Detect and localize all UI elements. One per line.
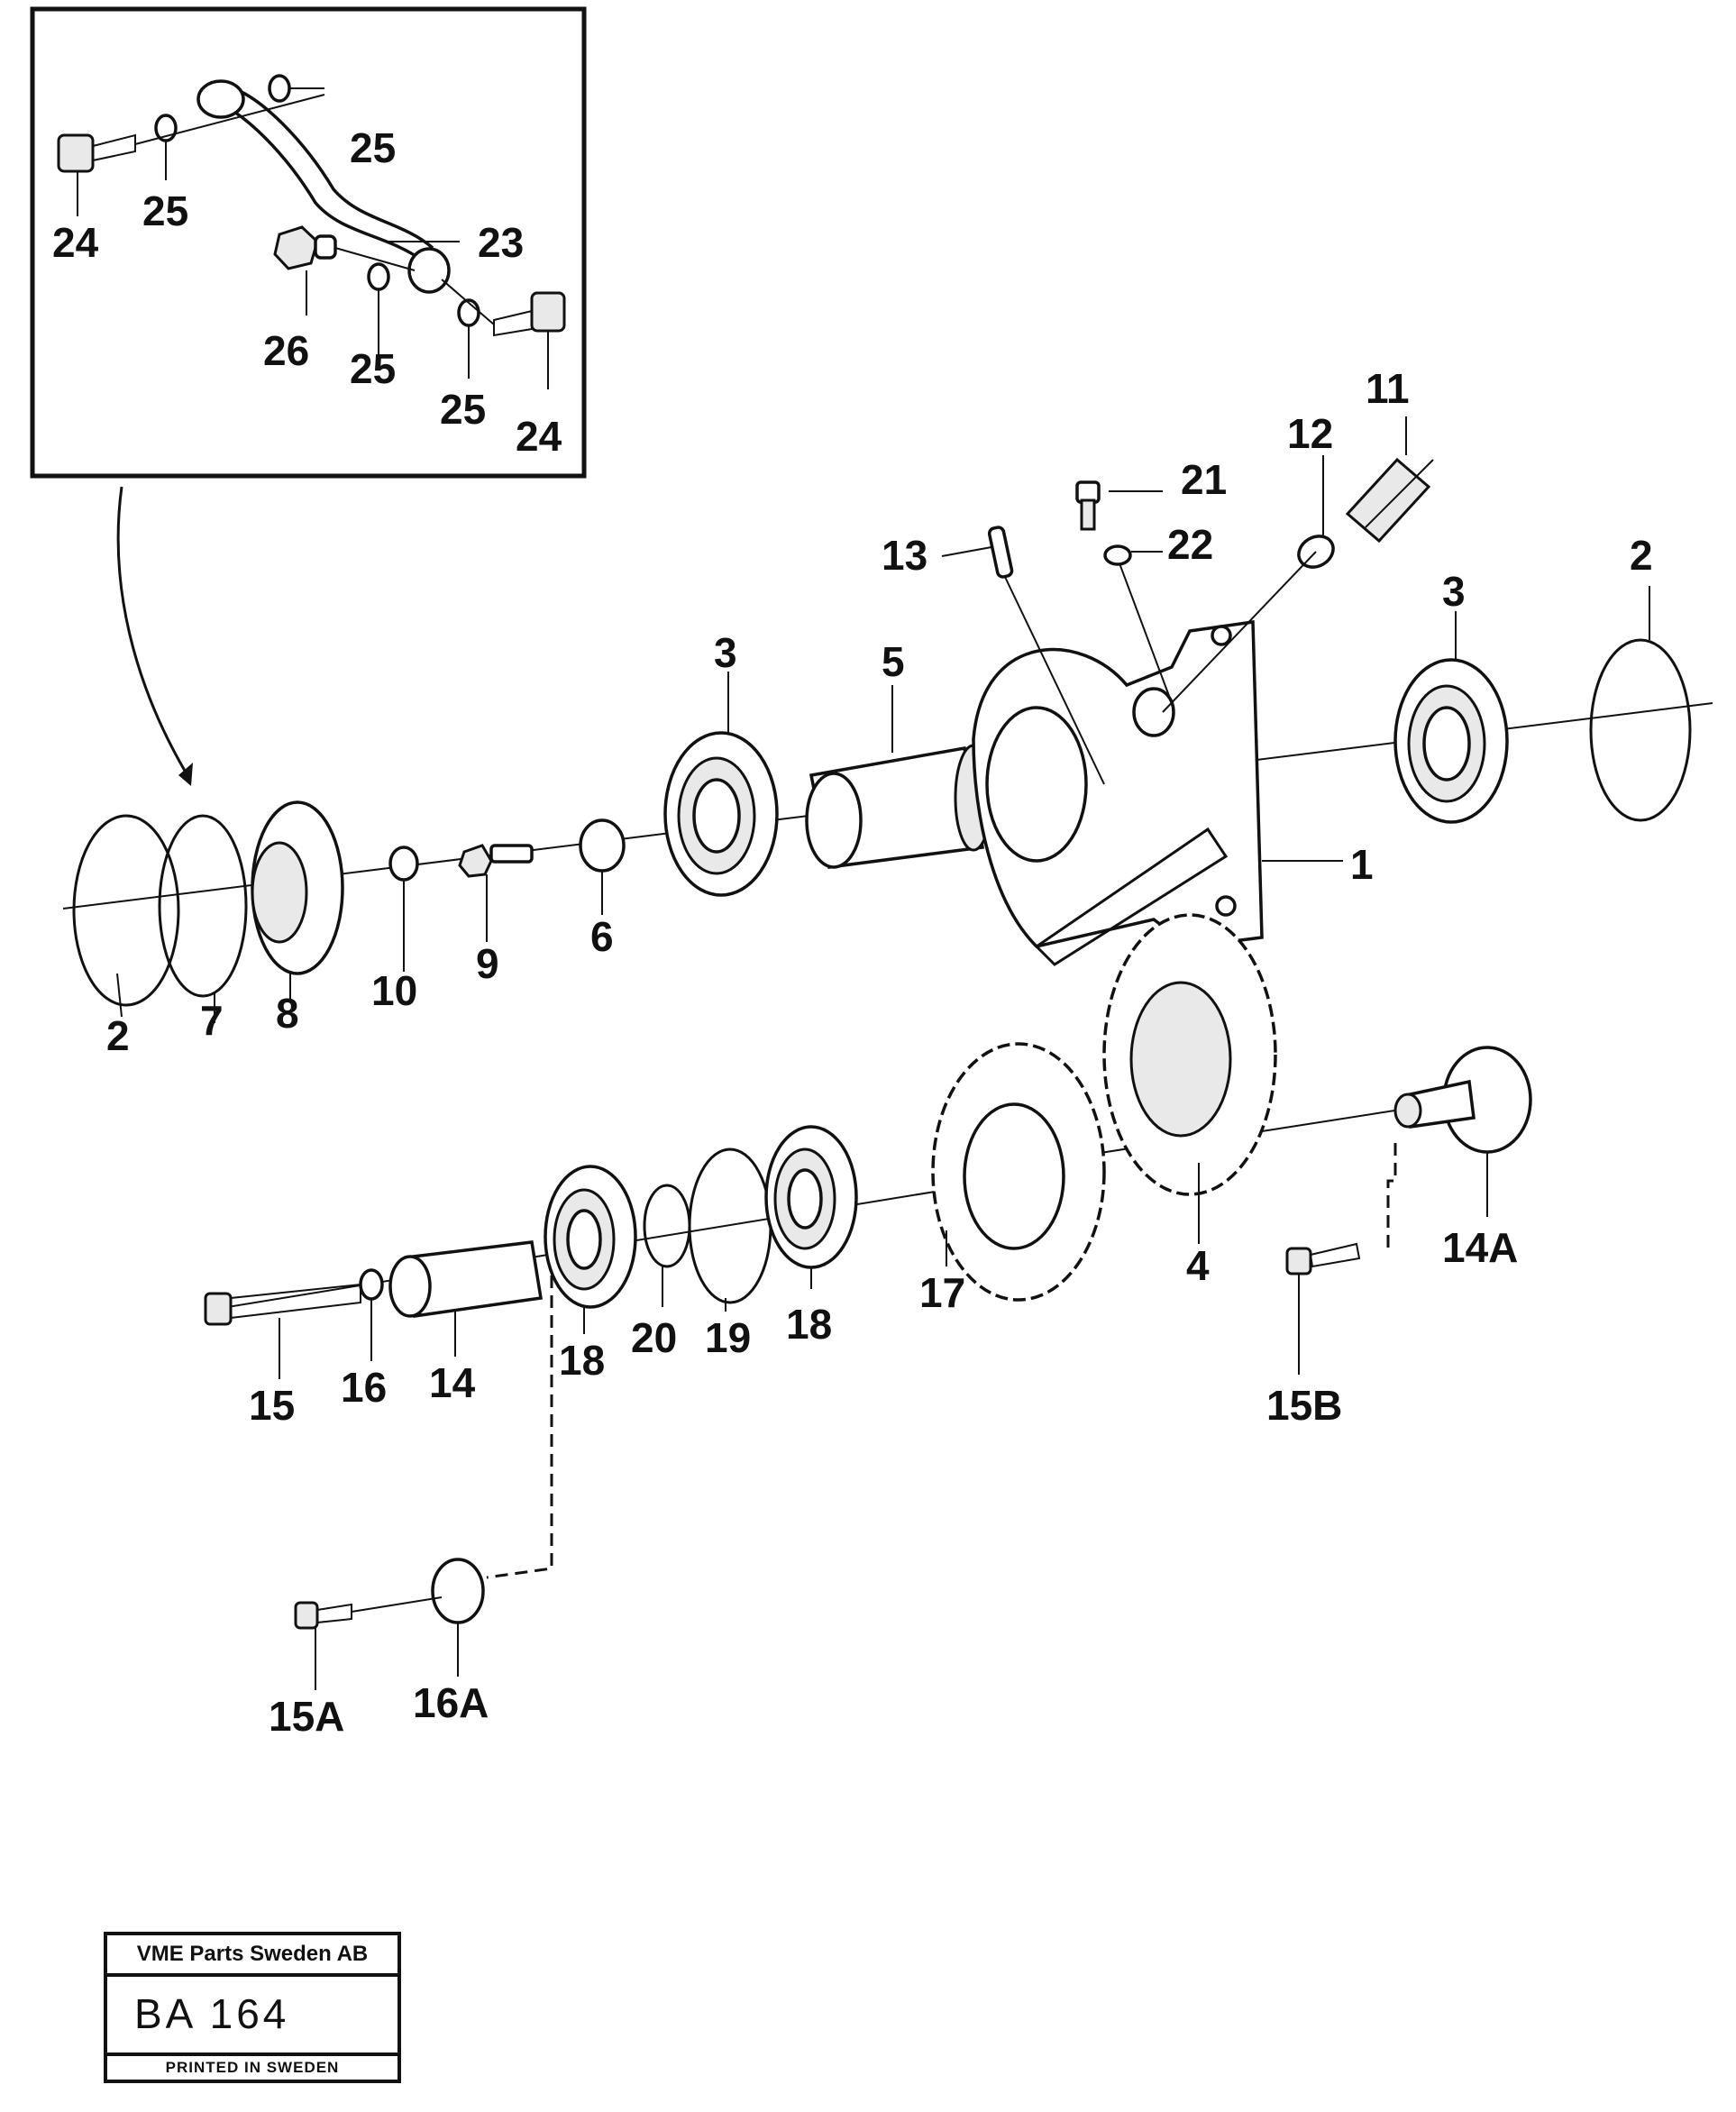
printed-note: PRINTED IN SWEDEN xyxy=(107,2053,397,2080)
circlip-2-left xyxy=(72,814,180,1007)
spacer-6 xyxy=(579,818,626,873)
bolt-15 xyxy=(204,1292,233,1326)
label-25-left: 25 xyxy=(142,187,188,234)
label-14: 14 xyxy=(429,1359,476,1406)
lower-assembly xyxy=(204,913,1532,1690)
banjo-bolt-upper xyxy=(57,133,95,173)
label-1: 1 xyxy=(1350,841,1374,888)
pin-13 xyxy=(987,526,1014,579)
washer-25-c xyxy=(367,262,390,291)
label-2-left: 2 xyxy=(106,1012,130,1059)
circlip-20 xyxy=(643,1184,691,1268)
label-12: 12 xyxy=(1287,410,1333,457)
washer-22 xyxy=(1103,544,1132,566)
washer-25-b xyxy=(268,74,291,103)
inset-detail xyxy=(30,6,587,479)
banjo-upper xyxy=(196,79,245,119)
label-3-left: 3 xyxy=(714,629,737,676)
label-9: 9 xyxy=(476,940,499,987)
label-25-top: 25 xyxy=(350,124,396,171)
label-13: 13 xyxy=(882,532,927,579)
label-16A: 16A xyxy=(413,1679,489,1726)
sensor-11 xyxy=(1345,457,1431,544)
label-25-lower: 25 xyxy=(440,386,486,433)
label-20: 20 xyxy=(631,1314,677,1361)
nipple-26 xyxy=(273,225,319,270)
callout-labels: 1 2 2 3 3 4 5 6 7 8 9 10 11 12 13 14 14A… xyxy=(52,124,1653,1740)
washer-10 xyxy=(388,846,419,882)
company-name: VME Parts Sweden AB xyxy=(107,1935,397,1977)
label-25-mid: 25 xyxy=(350,345,396,392)
label-6: 6 xyxy=(590,913,614,960)
washer-16 xyxy=(359,1268,384,1301)
label-10: 10 xyxy=(371,967,417,1014)
label-14A: 14A xyxy=(1442,1224,1518,1271)
label-2-right: 2 xyxy=(1630,532,1653,579)
title-block: VME Parts Sweden AB BA 164 PRINTED IN SW… xyxy=(104,1932,401,2083)
label-23: 23 xyxy=(478,219,524,266)
label-24-upper: 24 xyxy=(52,219,99,266)
screw-15A xyxy=(294,1601,319,1630)
label-19: 19 xyxy=(705,1314,751,1361)
label-3-right: 3 xyxy=(1442,568,1466,615)
circlip-2-right xyxy=(1589,638,1692,822)
label-8: 8 xyxy=(276,990,299,1037)
o-ring-7 xyxy=(158,814,248,998)
detail-arrow xyxy=(116,486,187,772)
label-7: 7 xyxy=(200,997,224,1044)
label-15B: 15B xyxy=(1266,1382,1342,1429)
label-24-lower: 24 xyxy=(516,413,562,460)
label-5: 5 xyxy=(882,638,905,685)
label-26: 26 xyxy=(263,327,309,374)
banjo-bolt-lower xyxy=(530,291,566,333)
label-16: 16 xyxy=(341,1364,387,1411)
drawing-code: BA 164 xyxy=(134,1990,290,2037)
label-4: 4 xyxy=(1186,1242,1210,1289)
bolt-9 xyxy=(458,844,493,878)
bolt-15B xyxy=(1285,1247,1312,1275)
label-17: 17 xyxy=(919,1269,965,1316)
label-22: 22 xyxy=(1167,521,1213,568)
label-21: 21 xyxy=(1181,456,1227,503)
washer-25-d xyxy=(457,298,480,327)
upper-assembly xyxy=(62,416,1713,1023)
label-11: 11 xyxy=(1366,365,1410,412)
banjo-lower xyxy=(407,247,451,294)
label-15A: 15A xyxy=(269,1693,344,1740)
washer-16A xyxy=(431,1558,485,1624)
label-15: 15 xyxy=(249,1382,295,1429)
label-18-left: 18 xyxy=(559,1337,605,1384)
label-18-right: 18 xyxy=(786,1301,832,1348)
